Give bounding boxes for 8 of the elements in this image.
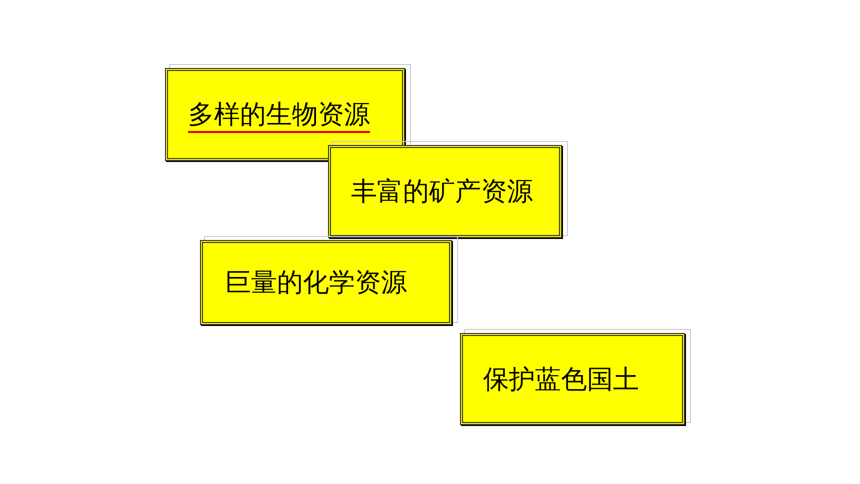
box-text: 保护蓝色国土 (483, 364, 639, 396)
text-box (460, 333, 685, 425)
box-text: 巨量的化学资源 (225, 267, 407, 300)
text-box (328, 145, 562, 238)
text-box (165, 68, 405, 161)
box-text: 丰富的矿产资源 (351, 176, 533, 209)
box-text: 多样的生物资源 (188, 99, 370, 132)
text-box (200, 240, 452, 325)
